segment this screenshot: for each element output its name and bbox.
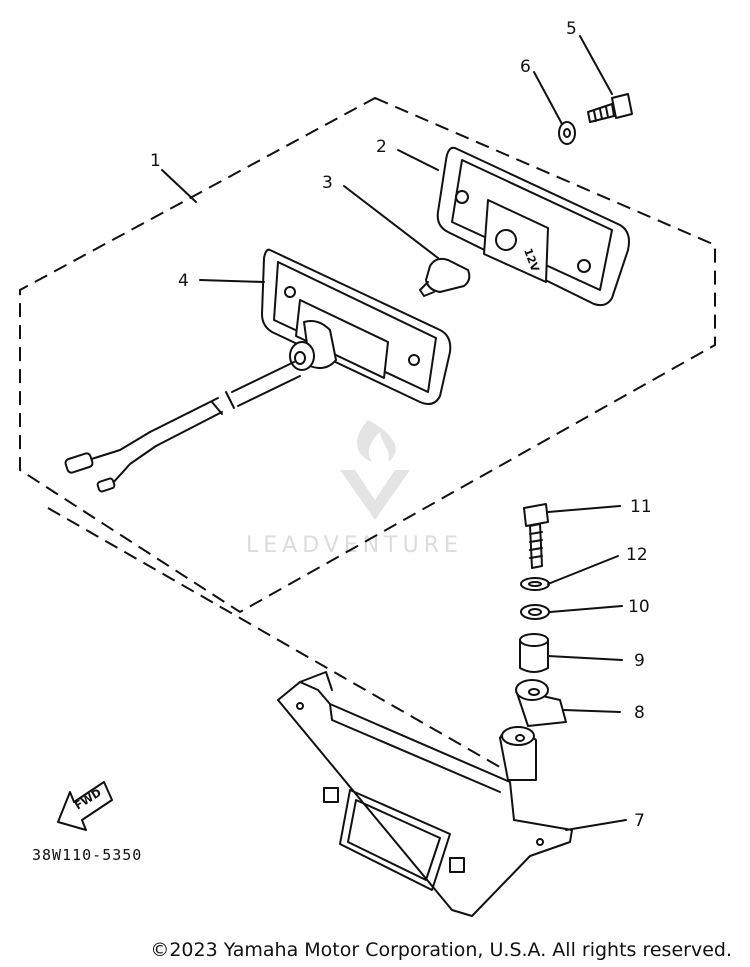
part-washer bbox=[558, 121, 576, 145]
callout-2: 2 bbox=[376, 137, 387, 157]
callout-12: 12 bbox=[626, 545, 648, 565]
callout-labels: 1 2 3 4 5 6 7 8 9 10 11 12 bbox=[150, 19, 652, 831]
part-bolt bbox=[523, 503, 549, 569]
part-flat-washer bbox=[520, 604, 550, 620]
callout-9: 9 bbox=[634, 651, 645, 671]
leader-lines bbox=[161, 35, 627, 831]
watermark-text: LEADVENTURE bbox=[246, 533, 463, 558]
callout-10: 10 bbox=[628, 597, 650, 617]
part-screw bbox=[587, 93, 633, 123]
part-spring-washer bbox=[520, 577, 550, 591]
callout-4: 4 bbox=[178, 271, 189, 291]
exploded-parts-diagram: LEADVENTURE 12V bbox=[19, 19, 716, 917]
callout-5: 5 bbox=[566, 19, 577, 39]
part-collar bbox=[519, 633, 549, 673]
copyright-notice: ©2023 Yamaha Motor Corporation, U.S.A. A… bbox=[150, 939, 732, 961]
assembly-outline bbox=[19, 96, 716, 771]
part-bracket bbox=[277, 671, 573, 917]
callout-7: 7 bbox=[634, 811, 645, 831]
callout-8: 8 bbox=[634, 703, 645, 723]
callout-1: 1 bbox=[150, 151, 161, 171]
fwd-arrow: FWD bbox=[57, 781, 113, 831]
callout-6: 6 bbox=[520, 57, 531, 77]
callout-3: 3 bbox=[322, 173, 333, 193]
leadventure-watermark: LEADVENTURE bbox=[246, 420, 463, 558]
callout-11: 11 bbox=[630, 497, 652, 517]
part-code: 38W110-5350 bbox=[32, 846, 142, 864]
wire-harness bbox=[64, 361, 301, 493]
part-housing bbox=[261, 248, 452, 405]
part-bulb bbox=[419, 257, 471, 297]
part-lens: 12V bbox=[436, 146, 630, 307]
part-clamp bbox=[499, 679, 567, 781]
